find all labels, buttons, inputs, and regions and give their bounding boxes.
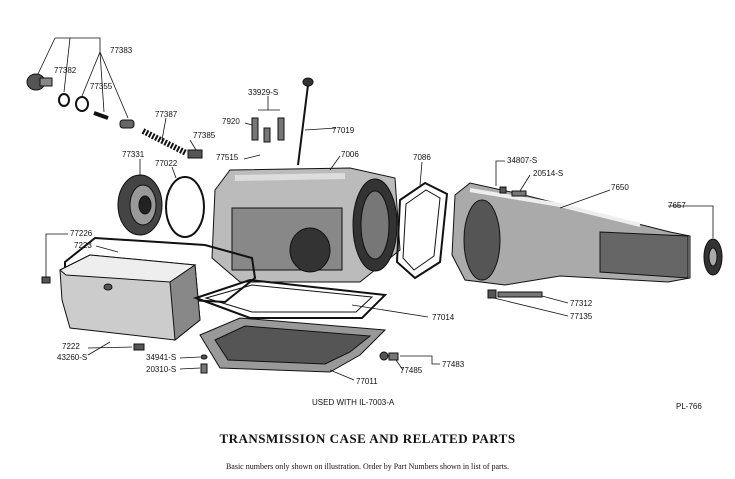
label-77135: 77135	[570, 312, 593, 321]
leader-lines	[37, 37, 714, 381]
label-77331: 77331	[122, 150, 145, 159]
part-number-labels: 77383 77382 77355 77387 77385 77331 7702…	[54, 46, 686, 386]
main-oil-pan-part	[199, 317, 387, 373]
label-33929s: 33929-S	[248, 88, 278, 97]
label-20514s: 20514-S	[533, 169, 563, 178]
label-43260s: 43260-S	[57, 353, 87, 362]
extension-bushing-part	[703, 238, 723, 276]
extension-bolts-part	[487, 186, 543, 299]
label-77019: 77019	[332, 126, 355, 135]
used-with-note: USED WITH IL-7003-A	[312, 398, 395, 407]
label-20310s: 20310-S	[146, 365, 176, 374]
main-pan-gasket-part	[192, 278, 388, 319]
label-77022: 77022	[155, 159, 178, 168]
o-ring-part	[58, 93, 89, 112]
extension-housing-part	[451, 182, 691, 286]
label-77515: 77515	[216, 153, 239, 162]
label-77485: 77485	[400, 366, 423, 375]
label-7086: 7086	[413, 153, 431, 162]
valve-part	[187, 149, 203, 159]
label-77385: 77385	[193, 131, 216, 140]
label-77226: 77226	[70, 229, 93, 238]
label-7006: 7006	[341, 150, 359, 159]
label-77387: 77387	[155, 110, 178, 119]
servo-cover-part	[117, 174, 163, 236]
exploded-parts-diagram: 77383 77382 77355 77387 77385 77331 7702…	[26, 37, 723, 386]
label-7223: 7223	[74, 241, 92, 250]
plate-number: PL-766	[676, 402, 702, 411]
label-7657: 7657	[668, 201, 686, 210]
pin-part	[93, 111, 135, 129]
valve-plug-part	[26, 73, 53, 91]
label-77014: 77014	[432, 313, 455, 322]
label-77355: 77355	[90, 82, 113, 91]
part-illustrations	[26, 73, 723, 374]
label-77383: 77383	[110, 46, 133, 55]
label-77011: 77011	[356, 377, 378, 386]
label-34807s: 34807-S	[507, 156, 537, 165]
label-7222: 7222	[62, 342, 80, 351]
label-77382: 77382	[54, 66, 77, 75]
transmission-case-part	[211, 167, 401, 283]
servo-ring-part	[165, 176, 205, 238]
diagram-title: TRANSMISSION CASE AND RELATED PARTS	[219, 431, 516, 446]
pan-bolts-part	[200, 351, 399, 374]
spring-part	[141, 128, 188, 156]
label-34941s: 34941-S	[146, 353, 176, 362]
front-oil-pan-part	[59, 254, 201, 341]
label-77483: 77483	[442, 360, 465, 369]
case-bolts-part	[251, 117, 285, 143]
label-7650: 7650	[611, 183, 629, 192]
order-note: Basic numbers only shown on illustration…	[225, 462, 510, 471]
label-7920: 7920	[222, 117, 240, 126]
dipstick-part	[297, 77, 314, 166]
label-77312: 77312	[570, 299, 593, 308]
case-gasket-part	[395, 181, 449, 280]
